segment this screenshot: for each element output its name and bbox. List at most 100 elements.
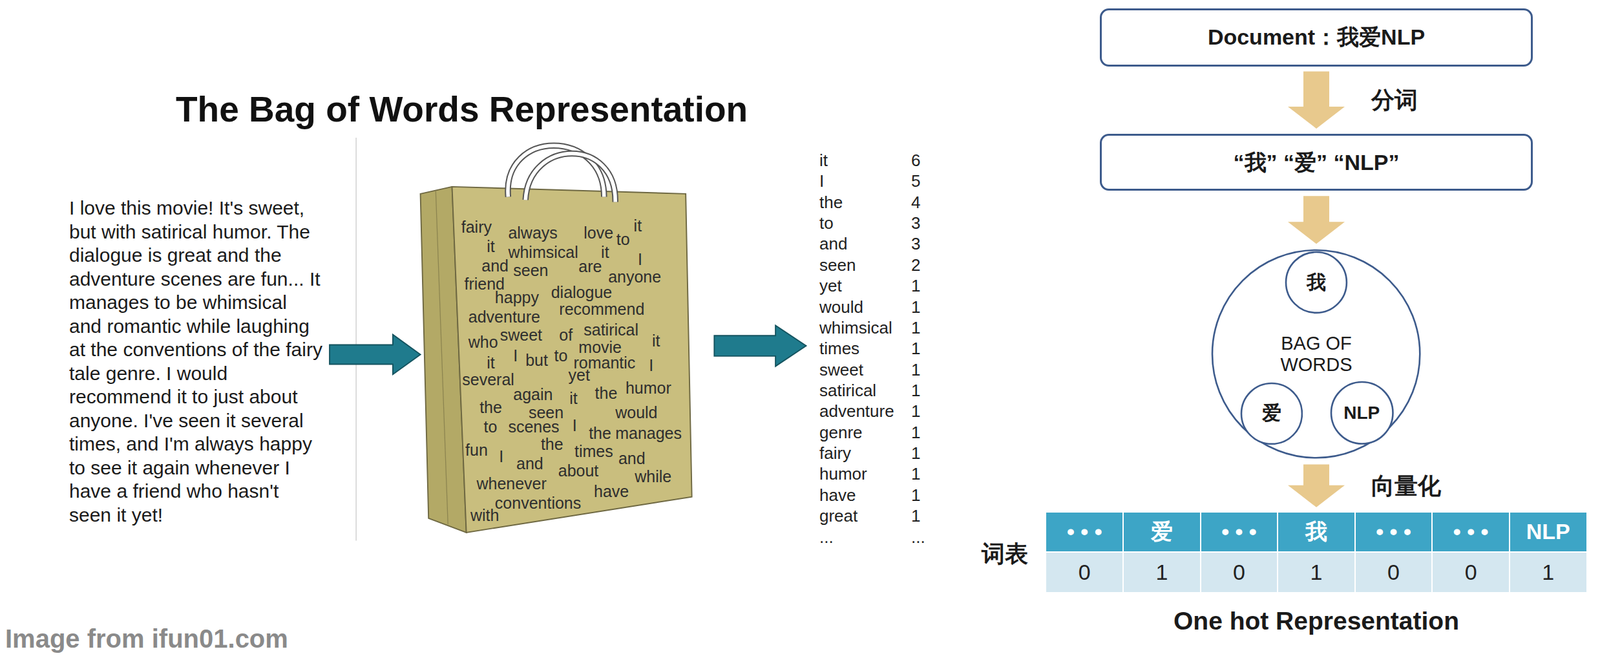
bag-word: with [470,505,499,525]
bag-word: but [525,350,548,370]
vocab-label: 词表 [981,540,1029,569]
count-value: 1 [911,275,921,296]
count-word: ... [819,526,834,548]
circle-shape [1212,250,1420,458]
bag-word-holder: while [634,466,672,486]
bag-word-holder: and [516,453,544,474]
count-value-holder: 3 [911,233,921,254]
vector-value: 0 [1464,558,1478,586]
circle-label: BAG OF WORDS [1267,332,1365,377]
bag-word-holder: conventions [494,493,581,513]
process-box: Document：我爱NLP [1099,8,1533,67]
count-word-holder: it [819,149,828,171]
count-value-holder: 1 [911,463,921,485]
vector-value-cell: 0 [1046,552,1123,592]
count-value: 5 [911,170,921,192]
bag-word-holder: scenes [507,416,559,437]
bag-word-holder: to [483,416,497,437]
vocab-word: • • • [1066,518,1103,545]
bag-word: the [479,397,503,417]
bag-word: it [486,352,495,373]
count-value: 6 [911,149,921,171]
bag-word: are [578,256,602,276]
circle-shape [1285,252,1347,313]
bag-word-holder: love [583,222,614,243]
count-word-holder: whimsical [819,317,893,338]
count-value: ... [911,526,926,548]
bag-word: times [574,441,614,461]
bag-word: I [513,345,518,366]
count-value: 2 [911,254,921,276]
count-word-holder: would [819,296,864,318]
count-value: 1 [911,400,921,422]
edge-label-holder: 向量化 [1369,471,1443,501]
bag-word: fun [465,440,488,460]
bag-word: would [615,402,658,422]
count-value-holder: 1 [911,400,921,422]
count-word: yet [819,275,843,296]
bag-word-holder: recommend [558,299,645,319]
count-word-holder: yet [819,275,843,296]
bag-word-holder: who [468,332,499,352]
bag-word-holder: humor [625,378,672,398]
bag-word: the [540,434,564,454]
bag-word-holder: with [470,505,499,525]
count-word-holder: great [819,505,858,527]
word-circle: 爱 [1240,381,1304,446]
count-word-holder: humor [819,463,868,485]
caption-holder: One hot Representation [1046,606,1588,637]
bag-word-holder: it [633,215,643,236]
bag-word: love [583,222,614,243]
divider-line [355,137,357,541]
vector-value-cell: 1 [1123,552,1200,592]
count-value: 4 [911,191,921,213]
bag-word-holder: it [486,236,495,256]
count-word: to [819,212,834,234]
count-value-holder: 3 [911,212,921,234]
vector-value: 0 [1078,558,1091,586]
bag-word: I [648,355,654,375]
bag-word: always [507,222,558,243]
bag-word: again [513,384,553,404]
bag-word-holder: times [574,441,614,461]
vector-value: 0 [1387,558,1400,586]
count-word: would [819,296,864,318]
count-word: have [819,484,856,506]
bag-word: fairy [461,217,492,237]
bag-word-holder: satirical [583,319,639,340]
bag-word-holder: and [481,255,509,276]
vector-value-cell: 0 [1355,552,1432,592]
bag-word: satirical [583,319,639,340]
bag-word: adventure [468,306,541,327]
bag-word: to [483,416,497,437]
bag-word: have [593,481,629,501]
bag-word-holder: the [588,423,612,443]
bag-word: while [634,466,672,486]
process-box: “我” “爱” “NLP” [1099,133,1533,191]
bag-word: and [516,453,544,474]
bag-word: to [553,345,568,366]
bag-word: whenever [476,473,547,494]
vocab-header-cell: • • • [1355,512,1432,552]
bag-word-holder: dialogue [551,282,613,302]
bag-word-holder: fun [465,440,488,460]
bag-word: it [633,215,643,236]
count-value-holder: 1 [911,505,921,527]
vocab-word: 我 [1305,518,1328,545]
count-word: times [819,337,860,359]
bag-word-holder: are [578,256,602,276]
bag-word-holder: about [558,460,600,481]
count-value-holder: 1 [911,296,921,318]
bag-word-holder: adventure [468,306,541,327]
bag-word-holder: it [486,352,495,373]
bag-word-holder: fairy [461,217,492,237]
flow-arrow [1287,195,1345,244]
count-word-holder: to [819,212,834,234]
count-value: 1 [911,317,921,338]
circle-label: NLP [1343,402,1380,424]
bag-word-holder: seen [513,260,548,280]
count-value-holder: 1 [911,337,921,359]
bag-word: I [498,446,504,466]
bag-word-holder: it [569,388,578,408]
